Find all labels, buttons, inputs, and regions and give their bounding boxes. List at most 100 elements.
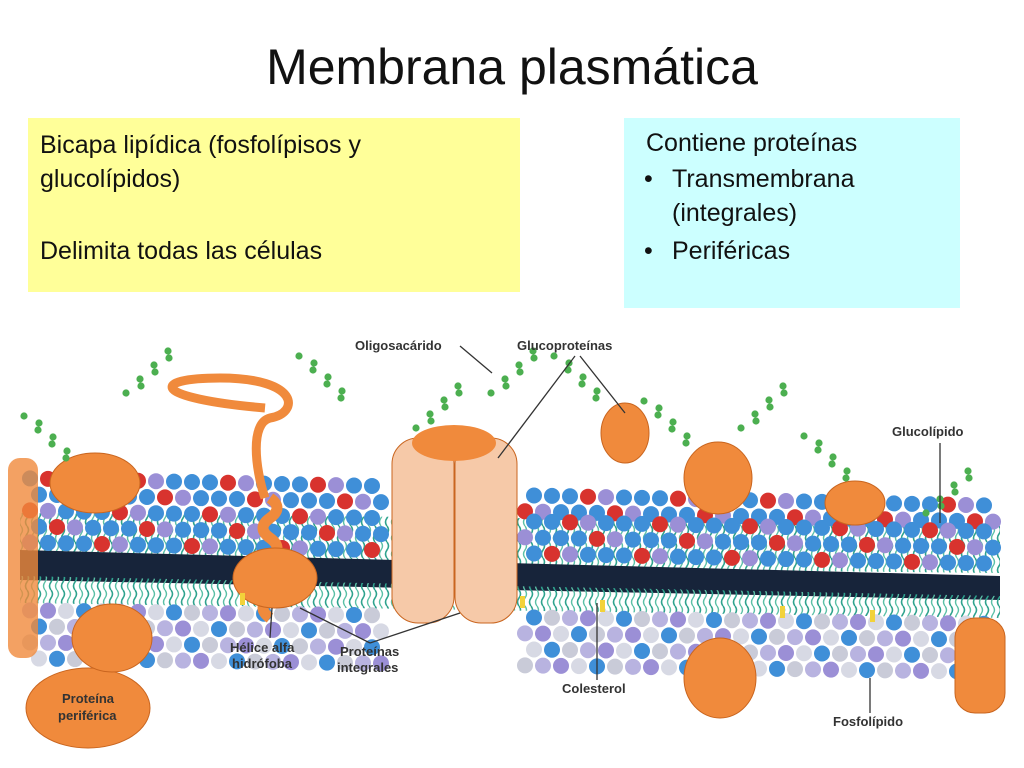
phospholipid-head — [832, 613, 848, 630]
phospholipid-head — [67, 519, 83, 536]
phospholipid-head — [166, 537, 182, 554]
phospholipid-head — [886, 614, 902, 631]
phospholipid-head — [103, 520, 119, 537]
sugar-bead — [530, 354, 538, 362]
phospholipid-head — [598, 515, 614, 532]
phospholipid-head — [859, 536, 875, 553]
phospholipid-head — [580, 488, 596, 505]
phospholipid-head — [355, 525, 371, 542]
sugar-bead — [655, 404, 663, 412]
phospholipid-head — [598, 547, 614, 564]
phospholipid-head — [814, 645, 830, 662]
phospholipid-head — [364, 639, 380, 656]
phospholipid-head — [49, 650, 65, 667]
phospholipid-head — [976, 497, 992, 514]
glycoprotein-top-mid — [600, 402, 650, 464]
phospholipid-head — [49, 618, 65, 635]
phospholipid-head — [895, 662, 911, 679]
phospholipid-head — [517, 529, 533, 546]
phospholipid-head — [238, 605, 254, 622]
sugar-bead — [965, 474, 973, 482]
sugar-bead — [654, 411, 662, 419]
phospholipid-head — [706, 517, 722, 534]
sugar-bead — [564, 366, 572, 374]
peripheral-protein-left — [49, 452, 141, 514]
sugar-bead — [828, 460, 836, 468]
phospholipid-head — [202, 506, 218, 523]
phospholipid-head — [814, 613, 830, 630]
phospholipid-head — [670, 548, 686, 565]
phospholipid-head — [958, 555, 974, 572]
sugar-bead — [766, 403, 774, 411]
phospholipid-head — [283, 622, 299, 639]
phospholipid-head — [733, 628, 749, 645]
phospholipid-head — [310, 476, 326, 493]
phospholipid-head — [301, 492, 317, 509]
phospholipid-head — [886, 495, 902, 512]
sugar-bead — [765, 396, 773, 404]
phospholipid-head — [130, 504, 146, 521]
sugar-bead — [164, 347, 172, 355]
phospholipid-head — [796, 519, 812, 536]
phospholipid-head — [175, 489, 191, 506]
phospholipid-head — [922, 615, 938, 632]
phospholipid-head — [769, 628, 785, 645]
phospholipid-head — [598, 642, 614, 659]
phospholipid-head — [40, 602, 56, 619]
phospholipid-head — [229, 621, 245, 638]
sugar-bead — [937, 502, 945, 510]
phospholipid-head — [805, 629, 821, 646]
phospholipid-head — [31, 650, 47, 667]
label-alpha-helix-2: hidrófoba — [232, 656, 293, 671]
sugar-bead — [668, 425, 676, 433]
phospholipid-head — [571, 530, 587, 547]
phospholipid-head — [904, 521, 920, 538]
phospholipid-head — [346, 477, 362, 494]
phospholipid-head — [931, 631, 947, 648]
phospholipid-head — [94, 536, 110, 553]
phospholipid-head — [157, 489, 173, 506]
label-glycoproteins: Glucoproteínas — [517, 338, 612, 353]
phospholipid-head — [616, 547, 632, 564]
phospholipid-head — [688, 517, 704, 534]
phospholipid-head — [247, 621, 263, 638]
phospholipid-head — [175, 521, 191, 538]
phospholipid-head — [778, 551, 794, 568]
phospholipid-head — [814, 551, 830, 568]
phospholipid-head — [229, 522, 245, 539]
phospholipid-head — [130, 536, 146, 553]
phospholipid-head — [985, 539, 1001, 556]
phospholipid-head — [328, 477, 344, 494]
cholesterol-marks — [240, 593, 875, 622]
phospholipid-head — [328, 638, 344, 655]
phospholipid-head — [238, 507, 254, 524]
phospholipid-head — [859, 630, 875, 647]
phospholipid-head — [796, 551, 812, 568]
phospholipid-head — [778, 645, 794, 662]
phospholipid-head — [58, 634, 74, 651]
phospholipid-head — [157, 521, 173, 538]
phospholipid-head — [607, 658, 623, 675]
phospholipid-head — [598, 489, 614, 506]
phospholipid-head — [940, 554, 956, 571]
sugar-bead — [752, 417, 760, 425]
phospholipid-head — [355, 493, 371, 510]
phospholipid-head — [319, 654, 335, 671]
phospholipid-head — [526, 487, 542, 504]
label-integral-proteins-2: integrales — [337, 660, 398, 675]
phospholipid-head — [805, 661, 821, 678]
sugar-bead — [337, 394, 345, 402]
phospholipid-head — [544, 641, 560, 658]
sugar-bead — [922, 509, 930, 517]
phospholipid-head — [364, 509, 380, 526]
phospholipid-head — [724, 549, 740, 566]
phospholipid-head — [247, 653, 263, 670]
phospholipid-head — [355, 655, 371, 672]
sugar-bead — [501, 375, 509, 383]
phospholipid-head — [886, 553, 902, 570]
phospholipid-head — [895, 537, 911, 554]
phospholipid-head — [58, 535, 74, 552]
phospholipid-head — [211, 522, 227, 539]
phospholipid-head — [922, 554, 938, 571]
phospholipid-head — [517, 625, 533, 642]
